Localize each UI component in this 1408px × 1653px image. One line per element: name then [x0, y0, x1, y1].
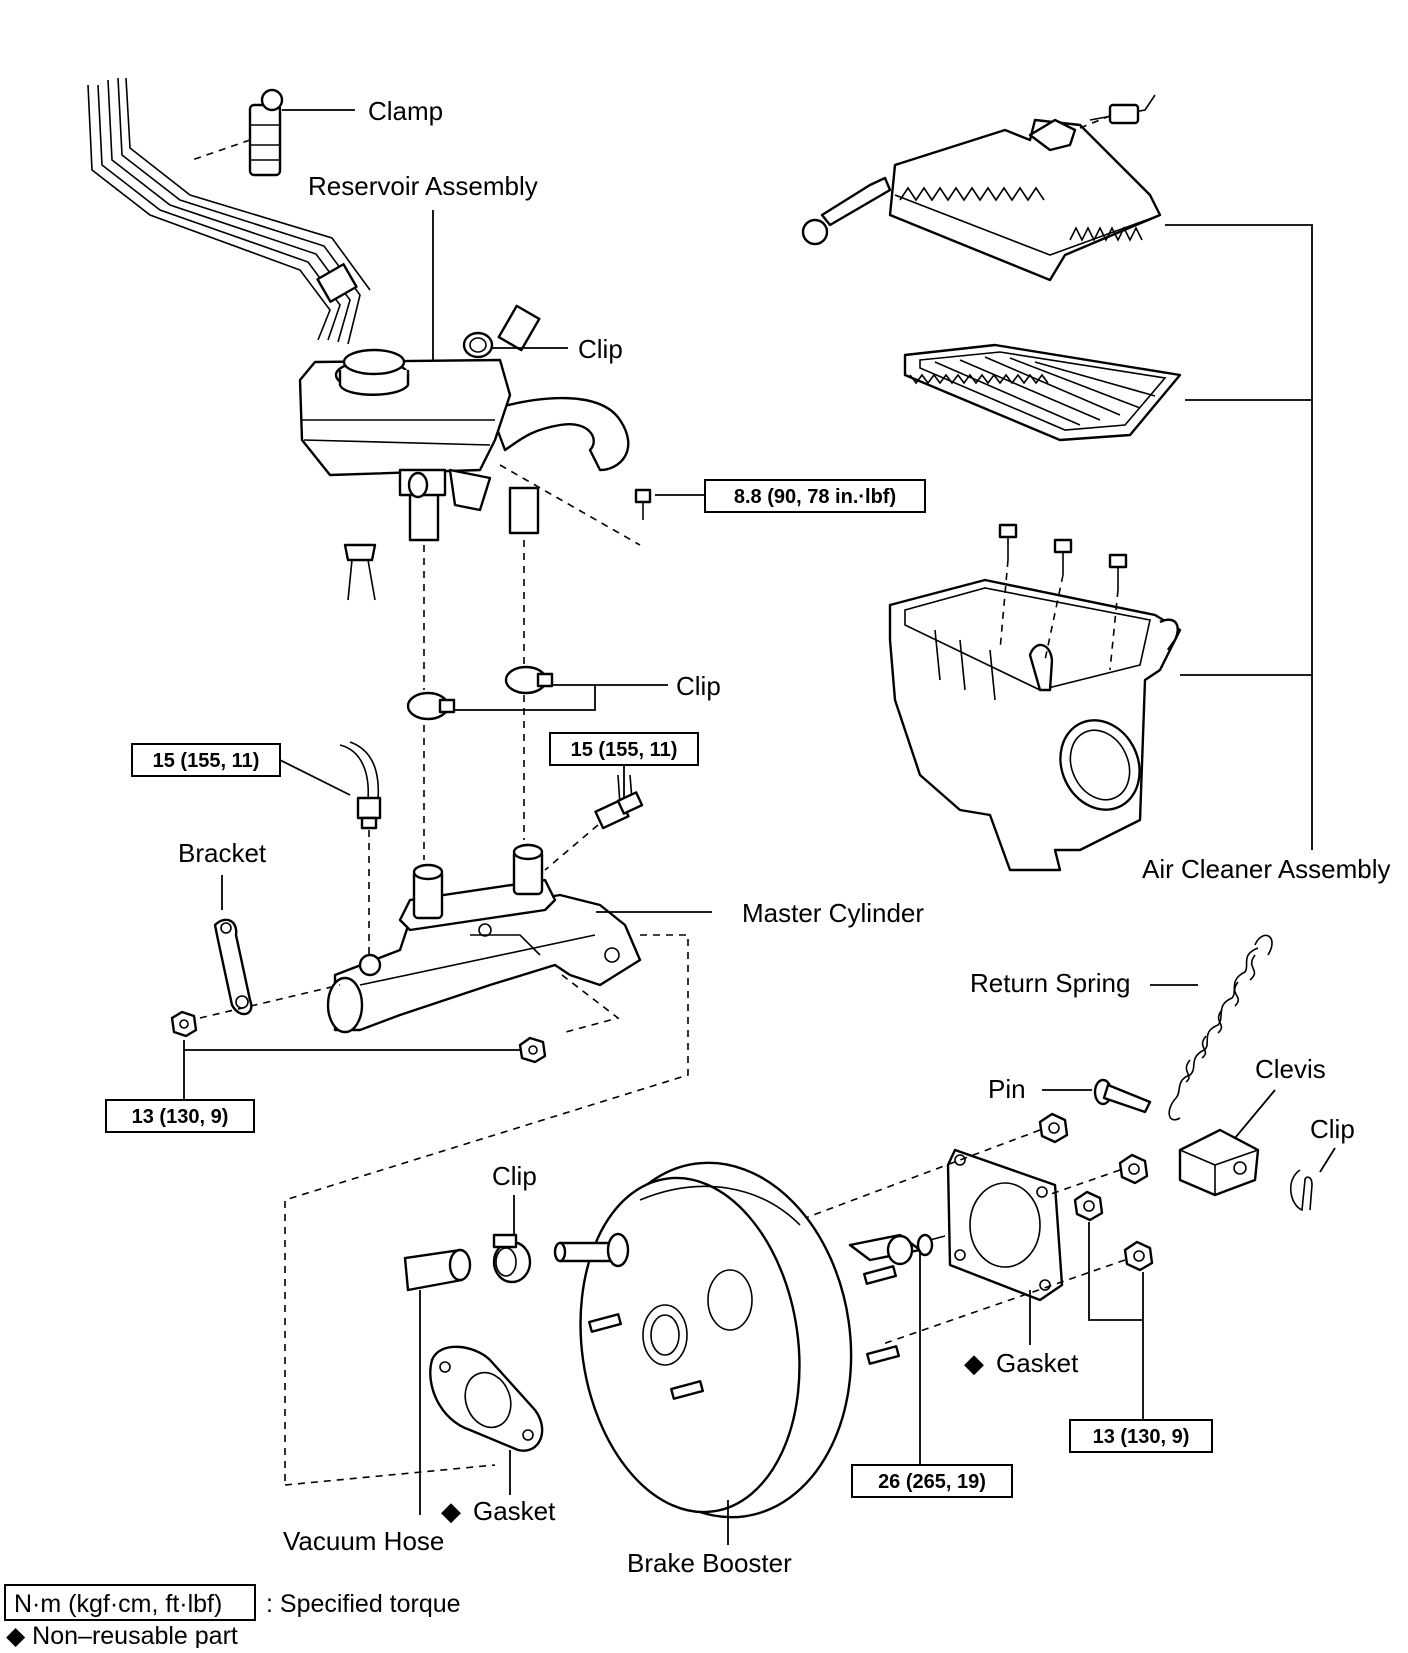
pin-label: Pin — [988, 1074, 1026, 1104]
air-cleaner-cap-part — [801, 94, 1162, 282]
gasket-vacuum-diamond: ◆ — [441, 1496, 461, 1526]
clevis-clip-part — [1290, 1169, 1313, 1212]
reservoir-assembly-label: Reservoir Assembly — [308, 171, 538, 201]
brake-booster-label: Brake Booster — [627, 1548, 792, 1578]
legend-non-reusable: ◆ Non–reusable part — [6, 1622, 238, 1648]
torque-master-cyl-nuts: 13 (130, 9) — [132, 1106, 229, 1128]
torque-brake-line-left: 15 (155, 11) — [153, 750, 260, 772]
clevis-part — [1178, 1128, 1260, 1197]
master-cylinder-label: Master Cylinder — [742, 898, 924, 928]
pin-part — [1093, 1078, 1152, 1114]
vacuum-clip-part — [492, 1233, 532, 1284]
air-cleaner-assembly-label: Air Cleaner Assembly — [1142, 854, 1391, 884]
torque-clevis-locknut: 26 (265, 19) — [878, 1471, 986, 1493]
air-filter-element-part — [903, 343, 1182, 442]
clip-vacuum-label: Clip — [492, 1161, 537, 1191]
bracket-part — [213, 918, 253, 1016]
vacuum-gasket-part — [429, 1345, 544, 1452]
gasket-booster-label: Gasket — [996, 1348, 1079, 1378]
clip-reservoir-label: Clip — [578, 334, 623, 364]
legend: N·m (kgf·cm, ft·lbf) : Specified torque … — [4, 1584, 461, 1650]
torque-brake-line-right: 15 (155, 11) — [571, 739, 678, 761]
booster-nuts-part — [1038, 1112, 1154, 1272]
clip-hoses-label: Clip — [676, 671, 721, 701]
clip-clevis-label: Clip — [1310, 1114, 1355, 1144]
bracket-label: Bracket — [178, 838, 267, 868]
air-cleaner-bolts — [998, 523, 1128, 671]
torque-reservoir-bolt: 8.8 (90, 78 in.·lbf) — [734, 486, 896, 508]
master-cylinder-nut-left — [170, 1010, 198, 1038]
legend-torque-unit: N·m (kgf·cm, ft·lbf) — [14, 1590, 222, 1618]
return-spring-part — [1168, 934, 1273, 1121]
hose-clip-part — [406, 665, 554, 721]
master-cylinder-nut-right — [518, 1036, 547, 1064]
booster-gasket-part — [946, 1148, 1064, 1302]
reservoir-bolt-part — [634, 488, 652, 520]
gasket-vacuum-label: Gasket — [473, 1496, 556, 1526]
gasket-booster-diamond: ◆ — [964, 1348, 984, 1378]
reservoir-hose-part — [343, 543, 377, 601]
legend-torque-desc: : Specified torque — [266, 1590, 461, 1618]
reservoir-assembly-part — [298, 304, 630, 542]
torque-booster-nuts: 13 (130, 9) — [1093, 1426, 1190, 1448]
return-spring-label: Return Spring — [970, 968, 1130, 998]
vacuum-hose-part — [403, 1248, 472, 1292]
clevis-label: Clevis — [1255, 1054, 1326, 1084]
clamp-label: Clamp — [368, 96, 443, 126]
vacuum-hose-label: Vacuum Hose — [283, 1526, 444, 1556]
brake-line-fitting-right — [594, 774, 644, 830]
reservoir-clip-part — [462, 331, 494, 359]
brake-line-fitting-left — [339, 741, 382, 830]
brake-booster-part — [553, 1161, 946, 1519]
air-cleaner-case-part — [888, 578, 1182, 872]
brake-lines — [87, 77, 371, 345]
clamp-part — [191, 88, 284, 177]
master-cylinder-part — [326, 843, 642, 1034]
